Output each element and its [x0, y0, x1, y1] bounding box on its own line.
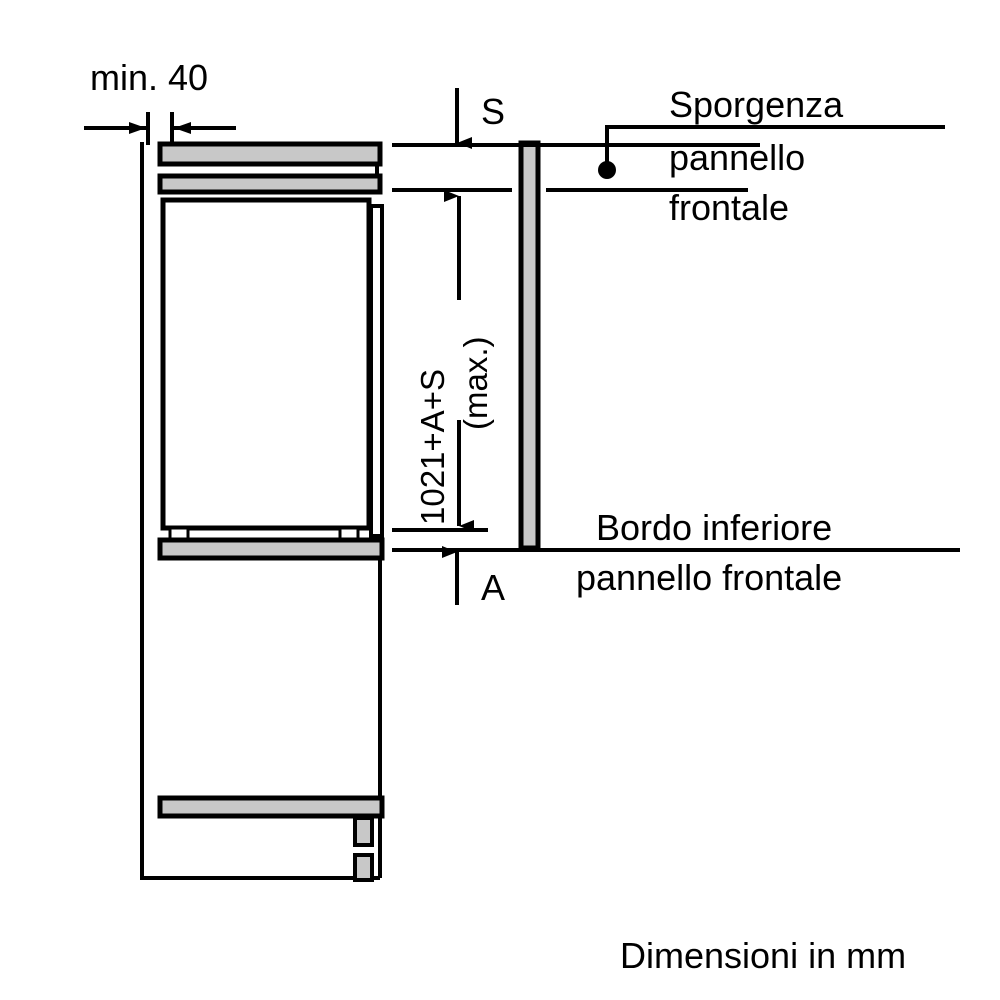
appliance-side-view	[140, 141, 385, 882]
panel-height-label: 1021+A+S	[414, 369, 451, 525]
projection-label-line1: Sporgenza	[669, 84, 844, 125]
units-footer-label: Dimensioni in mm	[620, 935, 906, 976]
gap-a-dimension: A	[442, 546, 505, 608]
cabinet-outline	[140, 142, 380, 880]
upper-shelf-bar	[157, 173, 383, 195]
gap-s-dimension: S	[455, 88, 505, 149]
gap-a-label: A	[481, 567, 505, 608]
callout-bottom-edge: Bordo inferiore pannello frontale	[576, 507, 842, 598]
gap-s-label: S	[481, 91, 505, 132]
compartment-feet	[168, 526, 360, 542]
panel-height-dimension: 1021+A+S (max.)	[414, 190, 494, 532]
bottom-edge-label-line1: Bordo inferiore	[596, 507, 832, 548]
fridge-compartment	[160, 197, 372, 531]
projection-label-line3: frontale	[669, 187, 789, 228]
projection-label-line2: pannello	[669, 137, 805, 178]
middle-divider-bar	[157, 537, 385, 561]
top-cover-bar	[157, 141, 383, 167]
lower-mounting-tabs	[353, 816, 374, 882]
panel-height-qualifier: (max.)	[457, 337, 494, 431]
min-depth-label: min. 40	[90, 57, 208, 98]
projection-leader-line	[605, 125, 945, 170]
lower-shelf-bar	[157, 795, 385, 819]
callout-front-panel-projection: Sporgenza pannello frontale	[598, 84, 945, 228]
projection-leader-dot	[598, 161, 616, 179]
front-panel	[518, 140, 541, 551]
reference-lines	[392, 143, 960, 552]
min-depth-dimension: min. 40	[84, 57, 236, 145]
bottom-edge-label-line2: pannello frontale	[576, 557, 842, 598]
door-gasket-strip	[369, 204, 384, 538]
